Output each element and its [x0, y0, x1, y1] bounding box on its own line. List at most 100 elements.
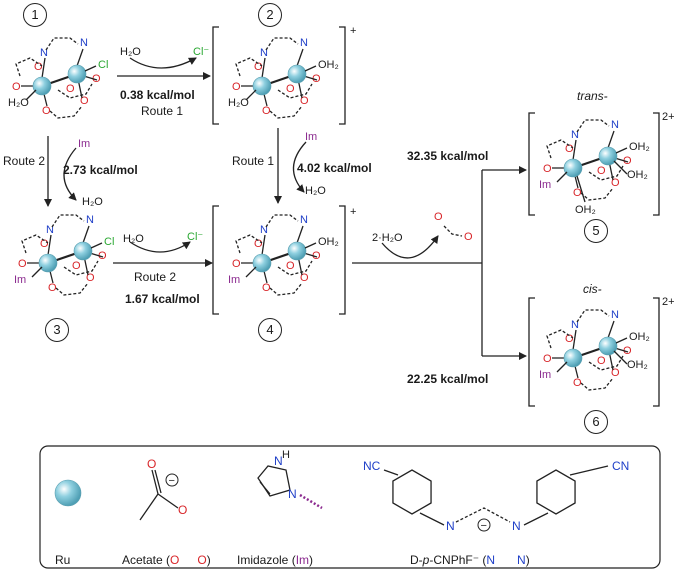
leaving-chloride-s34: Cl⁻	[187, 231, 204, 243]
legend-acetate-o1: O	[170, 553, 180, 567]
legend-nc: NC	[363, 459, 381, 473]
n-atom: N	[300, 37, 308, 49]
legend-imidazole-pre: Imidazole (	[237, 553, 296, 567]
axial-bond	[31, 266, 43, 278]
o-atom: O	[262, 282, 271, 294]
o-atom: O	[597, 355, 606, 367]
axial-ligand: Im	[539, 369, 551, 381]
ru-atom	[287, 241, 307, 261]
curl-2-4	[292, 141, 307, 193]
o-atom: O	[597, 165, 606, 177]
axial-bond	[84, 65, 97, 72]
acetate-bridge	[269, 282, 303, 296]
acetate-bridge	[63, 260, 99, 276]
extra-bond	[613, 160, 628, 175]
isomer-label-trans: trans-	[577, 89, 608, 103]
legend-ligand-n1: N	[446, 519, 455, 533]
n-ru-bond	[261, 57, 266, 79]
acetate-product-bond	[443, 225, 463, 237]
acetate-bridge	[57, 83, 93, 99]
acetate-bridge	[15, 57, 43, 77]
n-atom: N	[40, 47, 48, 59]
axial-ligand: OH₂	[318, 59, 339, 71]
formamidinate-bridge	[576, 309, 610, 323]
extra-bond	[576, 175, 586, 203]
route-s34: Route 2	[134, 270, 177, 284]
axial-ligand: Im	[14, 274, 26, 286]
o-atom: O	[573, 187, 582, 199]
axial-ligand: Im	[228, 274, 240, 286]
curl-1-3	[63, 147, 77, 201]
formamidinate-bridge	[265, 37, 299, 51]
route-s13: Route 2	[3, 154, 46, 168]
o-atom: O	[623, 155, 632, 167]
charge-4: +	[350, 206, 357, 218]
charge-2: +	[350, 25, 357, 37]
legend-acetate-o-right: O	[178, 503, 187, 517]
legend-charge-circle	[165, 473, 179, 487]
compound-label-5: 5	[584, 219, 608, 243]
n-ru-bond	[607, 320, 615, 339]
o-atom: O	[72, 260, 81, 272]
o-atom: O	[42, 105, 51, 117]
legend-phenyl-left	[392, 469, 432, 515]
axial-ligand: OH₂	[629, 331, 650, 343]
n-atom: N	[611, 309, 619, 321]
o-atom: O	[286, 260, 295, 272]
reagent-im-s24: Im	[305, 131, 318, 143]
n-atom: N	[260, 47, 268, 59]
legend-phenyl-right	[536, 469, 576, 515]
acetate-bridge	[580, 187, 614, 201]
route-s24: Route 1	[232, 154, 275, 168]
ru-atom	[563, 348, 583, 368]
o-atom: O	[232, 81, 241, 93]
acetate-bridge	[580, 377, 614, 391]
curl-1-2	[129, 57, 197, 69]
axial-bond	[556, 171, 568, 183]
acetate-product-o: O	[434, 211, 443, 223]
n-ru-bond	[607, 130, 615, 149]
acetate-bridge	[588, 355, 624, 371]
axial-bond	[304, 242, 317, 249]
legend-imidazole-im: Im	[295, 553, 310, 567]
bracket-5-right	[653, 112, 660, 216]
n-ru-bond	[572, 329, 577, 351]
acetate-product-o: O	[464, 231, 473, 243]
ru-atom	[38, 253, 58, 273]
acetate-bridge	[546, 139, 574, 159]
n-atom: N	[80, 37, 88, 49]
energy-s45: 32.35 kcal/mol	[407, 149, 489, 163]
n-ru-bond	[296, 225, 304, 244]
ru-atom	[598, 336, 618, 356]
n-atom: N	[46, 224, 54, 236]
legend-ligand-minus: −	[481, 520, 487, 532]
legend-imidazole-h: H	[282, 449, 290, 461]
axial-bond	[304, 65, 317, 72]
legend-charge-minus: −	[169, 475, 175, 487]
bracket-6-left	[528, 297, 535, 407]
legend-imidazole-label: Imidazole (Im)	[237, 553, 313, 567]
axial-ligand: OH₂	[318, 236, 339, 248]
legend-acetate-o-top: O	[147, 457, 156, 471]
curl-3-4	[129, 241, 191, 253]
axial-ligand: H₂O	[228, 97, 249, 109]
isomer-label-cis: cis-	[583, 282, 602, 296]
o-atom: O	[565, 143, 574, 155]
formamidinate-bridge	[576, 119, 610, 133]
n-atom: N	[260, 224, 268, 236]
route-s12: Route 1	[141, 104, 184, 118]
o-atom: O	[66, 83, 75, 95]
o-atom: O	[254, 61, 263, 73]
reagent-water-s34: H₂O	[123, 233, 144, 245]
o-atom: O	[573, 377, 582, 389]
ru-atom	[32, 76, 52, 96]
legend-ligand-amidinate	[455, 507, 511, 523]
axial-ligand: H₂O	[8, 97, 29, 109]
legend-acetate-post: )	[206, 553, 211, 567]
o-atom: O	[254, 238, 263, 250]
acetate-bridge	[546, 329, 574, 349]
reagent-water-s12: H₂O	[120, 46, 141, 58]
formamidinate-bridge	[45, 37, 79, 51]
o-atom: O	[80, 95, 89, 107]
